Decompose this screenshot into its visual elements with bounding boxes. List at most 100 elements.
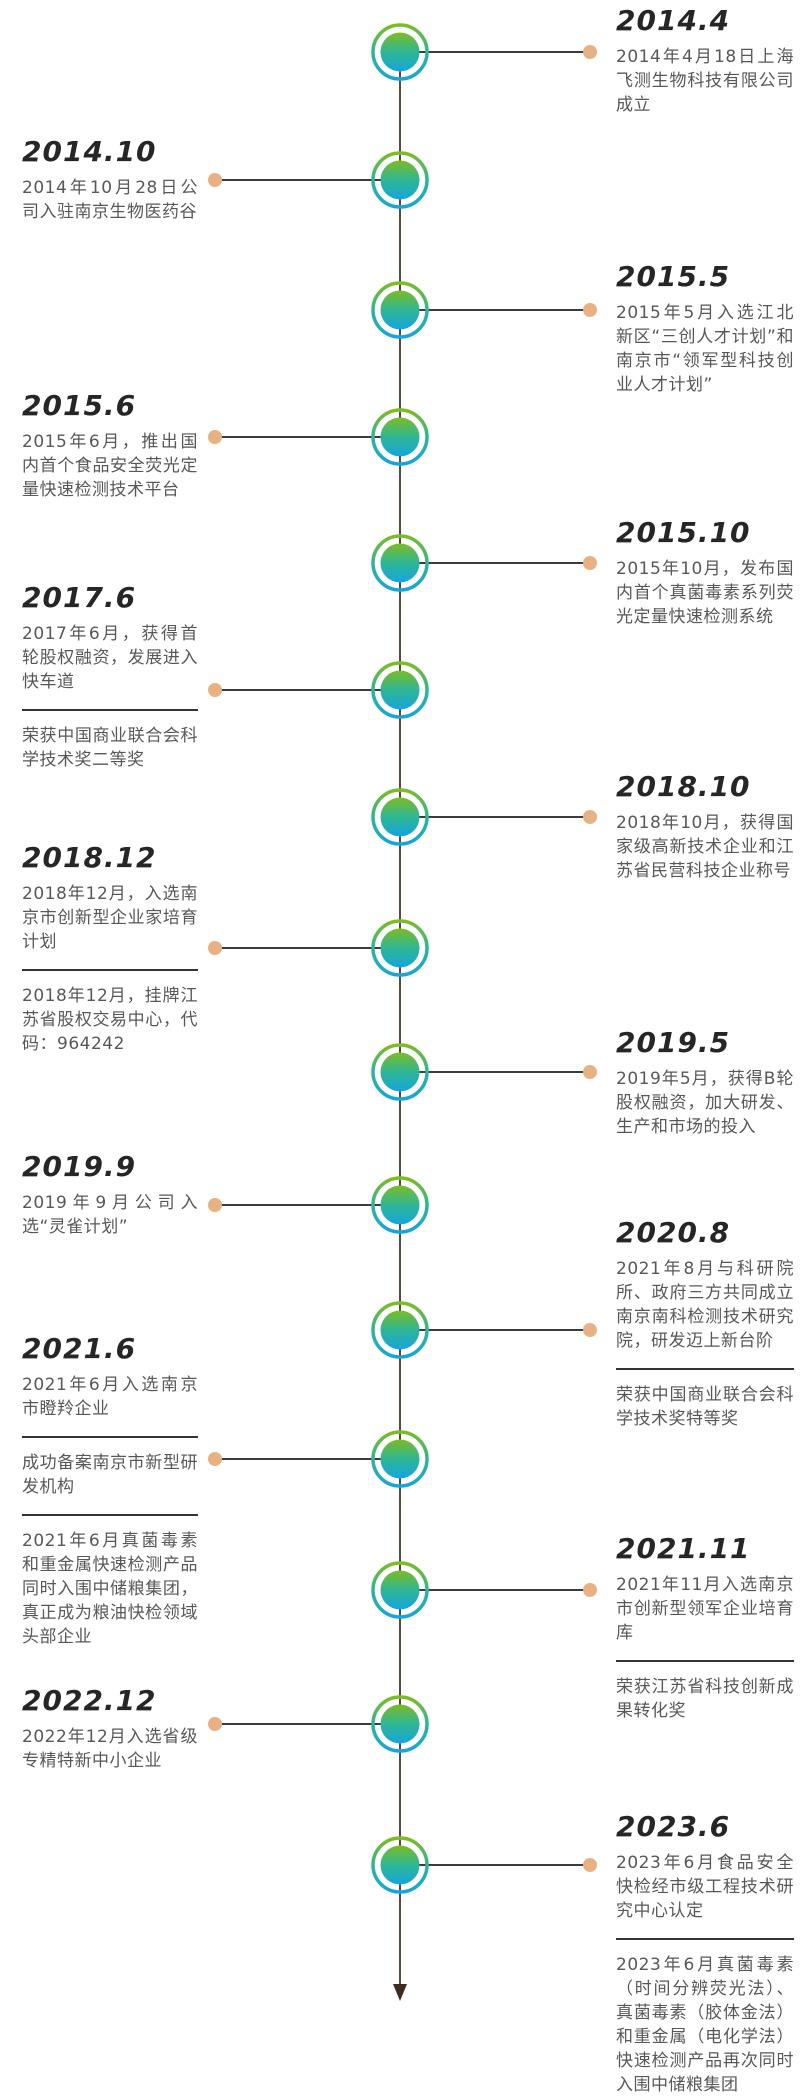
connector-dot [583, 303, 597, 317]
connector-dot [583, 810, 597, 824]
entry-divider [616, 1938, 794, 1940]
timeline-node-icon [371, 661, 429, 719]
entry-paragraph: 2015年10月，发布国内首个真菌毒素系列荧光定量快速检测系统 [616, 559, 794, 627]
entry-date: 2018.10 [616, 770, 751, 803]
connector-dot [583, 1858, 597, 1872]
connector-dot [583, 1323, 597, 1337]
entry-paragraph: 2021年8月与科研院所、政府三方共同成立南京南科检测技术研究院，研发迈上新台阶 [616, 1259, 794, 1351]
timeline-node-icon [371, 1430, 429, 1488]
entry-divider [22, 969, 198, 971]
timeline-entry: 2014.4 2014年4月18日上海飞测生物科技有限公司成立 [616, 6, 794, 117]
timeline-node-icon [371, 919, 429, 977]
entry-paragraph: 2022年12月入选省级专精特新中小企业 [22, 1727, 198, 1771]
entry-date: 2022.12 [22, 1684, 157, 1717]
connector-line [215, 179, 400, 181]
entry-paragraph: 2018年12月，挂牌江苏省股权交易中心，代码：964242 [22, 986, 198, 1054]
entry-paragraph: 2019年5月，获得B轮股权融资，加大研发、生产和市场的投入 [616, 1069, 794, 1137]
timeline-entry: 2022.12 2022年12月入选省级专精特新中小企业 [22, 1686, 198, 1773]
connector-dot [583, 556, 597, 570]
entry-paragraph: 2014年4月18日上海飞测生物科技有限公司成立 [616, 47, 794, 115]
entry-paragraph: 2021年6月入选南京市瞪羚企业 [22, 1375, 198, 1419]
connector-line [400, 816, 590, 818]
entry-paragraph: 2018年12月，入选南京市创新型企业家培育计划 [22, 884, 198, 952]
timeline-entry: 2017.6 2017年6月，获得首轮股权融资，发展进入快车道荣获中国商业联合会科… [22, 583, 198, 772]
entry-date: 2018.12 [22, 841, 157, 874]
entry-divider [616, 1368, 794, 1370]
connector-line [215, 1458, 400, 1460]
entry-paragraph: 2023年6月真菌毒素（时间分辨荧光法）、真菌毒素（胶体金法）和重金属（电化学法… [616, 1955, 794, 2095]
timeline-entry: 2015.5 2015年5月入选江北新区“三创人才计划”和南京市“领军型科技创业人… [616, 262, 794, 397]
connector-line [400, 1589, 590, 1591]
entry-date: 2021.11 [616, 1532, 751, 1565]
connector-dot [208, 1717, 222, 1731]
entry-date: 2019.5 [616, 1026, 731, 1059]
entry-date: 2015.5 [616, 260, 731, 293]
entry-paragraph: 2015年6月，推出国内首个食品安全荧光定量快速检测技术平台 [22, 432, 198, 500]
timeline-node-icon [371, 281, 429, 339]
connector-line [215, 689, 400, 691]
timeline-entry: 2019.5 2019年5月，获得B轮股权融资，加大研发、生产和市场的投入 [616, 1028, 794, 1139]
entry-divider [616, 1660, 794, 1662]
timeline-node-icon [371, 23, 429, 81]
entry-paragraph: 2014年10月28日公司入驻南京生物医药谷 [22, 178, 198, 222]
timeline-node-icon [371, 788, 429, 846]
entry-paragraph: 荣获中国商业联合会科学技术奖特等奖 [616, 1385, 794, 1429]
entry-paragraph: 成功备案南京市新型研发机构 [22, 1453, 198, 1497]
timeline-arrow-icon [393, 1984, 407, 2001]
connector-line [215, 436, 400, 438]
timeline-node-icon [371, 408, 429, 466]
timeline-node-icon [371, 1695, 429, 1753]
entry-date: 2017.6 [22, 581, 137, 614]
entry-paragraph: 2015年5月入选江北新区“三创人才计划”和南京市“领军型科技创业人才计划” [616, 303, 794, 395]
entry-paragraph: 2018年10月，获得国家级高新技术企业和江苏省民营科技企业称号 [616, 813, 794, 881]
timeline-entry: 2014.10 2014年10月28日公司入驻南京生物医药谷 [22, 137, 198, 224]
timeline-node-icon [371, 1176, 429, 1234]
connector-line [400, 1329, 590, 1331]
entry-date: 2023.6 [616, 1810, 731, 1843]
entry-date: 2021.6 [22, 1332, 137, 1365]
connector-dot [583, 45, 597, 59]
connector-line [400, 562, 590, 564]
entry-paragraph: 荣获中国商业联合会科学技术奖二等奖 [22, 726, 198, 770]
entry-date: 2015.6 [22, 389, 137, 422]
timeline-node-icon [371, 151, 429, 209]
entry-date: 2014.4 [616, 4, 731, 37]
entry-paragraph: 2017年6月，获得首轮股权融资，发展进入快车道 [22, 624, 198, 692]
timeline-node-icon [371, 1301, 429, 1359]
timeline-entry: 2023.6 2023年6月食品安全快检经市级工程技术研究中心认定 2023年6月真… [616, 1812, 794, 2097]
connector-dot [208, 430, 222, 444]
connector-dot [208, 1452, 222, 1466]
connector-line [400, 309, 590, 311]
connector-dot [208, 683, 222, 697]
entry-divider [22, 1436, 198, 1438]
connector-dot [583, 1583, 597, 1597]
timeline-entry: 2018.10 2018年10月，获得国家级高新技术企业和江苏省民营科技企业称号 [616, 772, 794, 883]
connector-dot [208, 1198, 222, 1212]
timeline-node-icon [371, 1836, 429, 1894]
entry-date: 2019.9 [22, 1150, 137, 1183]
timeline-node-icon [371, 534, 429, 592]
entry-divider [22, 709, 198, 711]
connector-line [215, 1723, 400, 1725]
connector-line [400, 1071, 590, 1073]
timeline-node-icon [371, 1561, 429, 1619]
entry-paragraph: 2019年9月公司入选“灵雀计划” [22, 1193, 198, 1237]
timeline-node-icon [371, 1043, 429, 1101]
timeline-entry: 2015.6 2015年6月，推出国内首个食品安全荧光定量快速检测技术平台 [22, 391, 198, 502]
connector-line [215, 947, 400, 949]
connector-line [400, 51, 590, 53]
entry-paragraph: 2021年11月入选南京市创新型领军企业培育库 [616, 1575, 794, 1643]
connector-line [400, 1864, 590, 1866]
timeline-axis-line [399, 52, 401, 1986]
timeline-entry: 2018.12 2018年12月，入选南京市创新型企业家培育计划 2018年12月，… [22, 843, 198, 1056]
entry-date: 2020.8 [616, 1216, 731, 1249]
timeline-entry: 2019.9 2019年9月公司入选“灵雀计划” [22, 1152, 198, 1239]
timeline-entry: 2020.8 2021年8月与科研院所、政府三方共同成立南京南科检测技术研究院，研… [616, 1218, 794, 1431]
entry-paragraph: 2023年6月食品安全快检经市级工程技术研究中心认定 [616, 1853, 794, 1921]
entry-date: 2014.10 [22, 135, 157, 168]
